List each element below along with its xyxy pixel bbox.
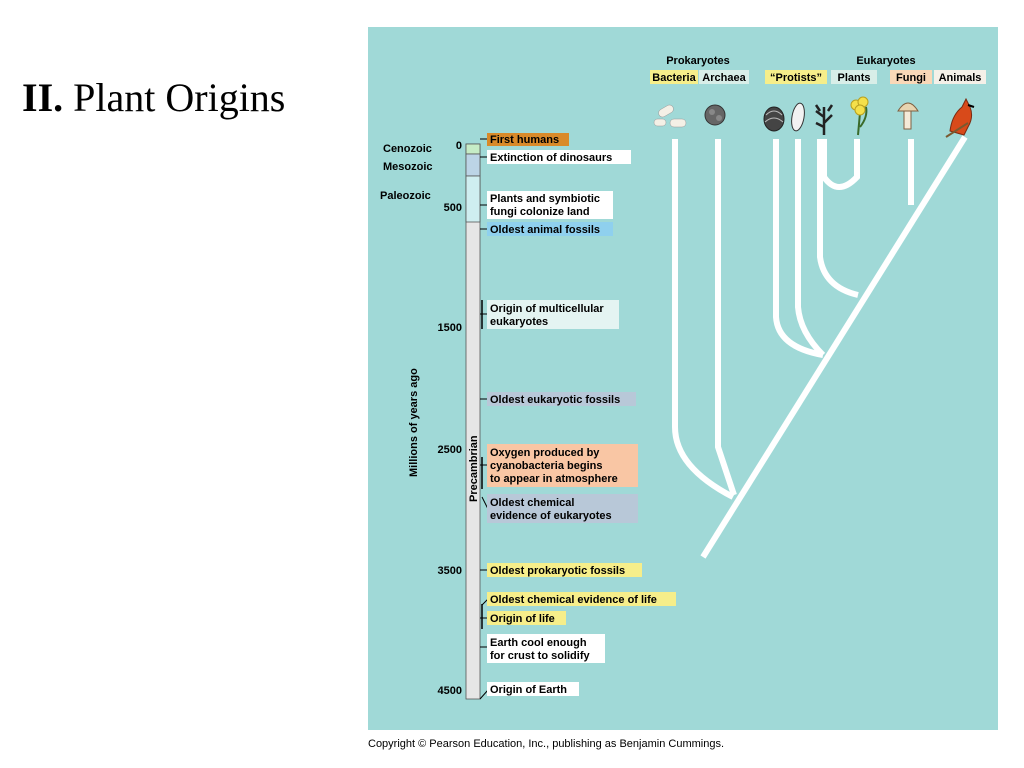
event-origin-of-earth: Origin of Earth	[479, 682, 579, 700]
event-box	[487, 682, 579, 696]
taxon-bacteria: Bacteria	[652, 72, 696, 84]
taxon-protists: “Protists”	[770, 72, 822, 84]
event-box	[487, 222, 613, 236]
event-multicellular-eukaryotes: Origin of multicellular eukaryotes	[480, 300, 619, 329]
timeline-bar	[465, 143, 481, 700]
bird-icon	[945, 97, 975, 138]
taxon-label-bg	[650, 70, 698, 84]
slide-title: II. Plant Origins	[22, 74, 285, 121]
event-extinction-dinosaurs: Extinction of dinosaurs	[480, 150, 631, 164]
tree-trunk	[700, 135, 968, 559]
event-earth-cool-crust: Earth cool enough for crust to solidify	[480, 634, 605, 663]
event-box	[487, 592, 676, 606]
timeline-events: First humans Extinction of dinosaurs Pla…	[479, 133, 676, 700]
group-eukaryotes: Eukaryotes	[856, 55, 915, 67]
branch-archaea	[715, 139, 737, 496]
era-paleozoic: Paleozoic	[380, 190, 431, 202]
event-label: Earth cool enough	[490, 637, 587, 649]
branch-plants	[821, 139, 860, 190]
event-oldest-eukaryotic-fossils: Oldest eukaryotic fossils	[480, 392, 636, 406]
event-label: Oldest eukaryotic fossils	[490, 394, 620, 406]
event-oldest-prokaryotic-fossils: Oldest prokaryotic fossils	[480, 563, 642, 577]
event-label: evidence of eukaryotes	[490, 510, 612, 522]
taxon-labels: Bacteria Archaea “Protists” Plants Fungi…	[650, 70, 986, 84]
taxon-label-bg	[890, 70, 932, 84]
precambrian-label: Precambrian	[468, 435, 480, 502]
event-oldest-animal-fossils: Oldest animal fossils	[480, 222, 613, 236]
event-box	[487, 150, 631, 164]
branch-bacteria	[672, 139, 735, 500]
event-box	[487, 611, 566, 625]
archaea-icon	[704, 104, 726, 126]
event-label: Origin of Earth	[490, 684, 567, 696]
event-plants-colonize-land: Plants and symbiotic fungi colonize land	[480, 191, 613, 219]
tick-500: 500	[444, 202, 462, 214]
event-label: Oxygen produced by	[490, 447, 600, 459]
event-label: Origin of multicellular	[490, 303, 604, 315]
event-box	[487, 300, 619, 329]
event-box	[487, 392, 636, 406]
tick-2500: 2500	[438, 444, 462, 456]
event-label: fungi colonize land	[490, 206, 590, 218]
tick-0: 0	[456, 140, 462, 152]
era-cenozoic: Cenozoic	[383, 143, 432, 155]
event-origin-of-life: Origin of life	[480, 611, 566, 625]
event-label: eukaryotes	[490, 316, 548, 328]
bacteria-icon	[653, 104, 687, 128]
taxon-label-bg	[765, 70, 827, 84]
event-label: Oldest prokaryotic fossils	[490, 565, 625, 577]
branch-protist-3	[817, 139, 859, 298]
plant-flower-icon	[850, 96, 869, 136]
taxon-label-bg	[934, 70, 986, 84]
slide-title-text: Plant Origins	[73, 75, 286, 120]
event-label: Oldest animal fossils	[490, 224, 600, 236]
event-label: cyanobacteria begins	[490, 460, 603, 472]
era-mesozoic: Mesozoic	[383, 161, 433, 173]
event-box	[487, 444, 638, 487]
event-chemical-evidence-eukaryotes: Oldest chemical evidence of eukaryotes	[481, 494, 638, 523]
event-label: Oldest chemical	[490, 497, 574, 509]
event-label: for crust to solidify	[490, 650, 591, 662]
mushroom-icon	[897, 102, 919, 130]
event-label: Plants and symbiotic	[490, 193, 600, 205]
evolution-diagram: Millions of years ago Precambrian Cenozo…	[380, 55, 986, 700]
tick-1500: 1500	[438, 322, 462, 334]
protist-shell-icon	[763, 106, 785, 132]
event-box	[487, 563, 642, 577]
event-label: Oldest chemical evidence of life	[490, 594, 657, 606]
taxon-fungi: Fungi	[896, 72, 926, 84]
event-label: Origin of life	[490, 613, 555, 625]
tick-4500: 4500	[438, 685, 462, 697]
event-box	[487, 191, 613, 219]
taxon-animals: Animals	[939, 72, 982, 84]
event-box	[487, 133, 569, 146]
axis-label: Millions of years ago	[408, 368, 420, 477]
taxon-plants: Plants	[837, 72, 870, 84]
branch-protist-1	[773, 139, 824, 358]
slide-title-numeral: II.	[22, 75, 64, 120]
event-label: First humans	[490, 134, 559, 146]
event-label: Extinction of dinosaurs	[490, 152, 612, 164]
event-label: to appear in atmosphere	[490, 473, 618, 485]
phylogenetic-tree	[672, 135, 968, 559]
diagram-panel: Millions of years ago Precambrian Cenozo…	[368, 27, 998, 730]
taxon-label-bg	[831, 70, 877, 84]
event-box	[487, 634, 605, 663]
taxon-label-bg	[699, 70, 749, 84]
event-first-humans: First humans	[480, 133, 569, 146]
taxon-archaea: Archaea	[702, 72, 746, 84]
event-box	[487, 494, 638, 523]
protist-seaweed-icon	[814, 104, 834, 135]
copyright-notice: Copyright © Pearson Education, Inc., pub…	[368, 738, 725, 750]
branch-protist-2	[795, 139, 826, 358]
event-oxygen-cyanobacteria: Oxygen produced by cyanobacteria begins …	[480, 444, 638, 487]
tick-3500: 3500	[438, 565, 462, 577]
event-chemical-evidence-life: Oldest chemical evidence of life	[481, 592, 676, 606]
protist-cell-icon	[791, 102, 805, 132]
group-prokaryotes: Prokaryotes	[666, 55, 730, 67]
